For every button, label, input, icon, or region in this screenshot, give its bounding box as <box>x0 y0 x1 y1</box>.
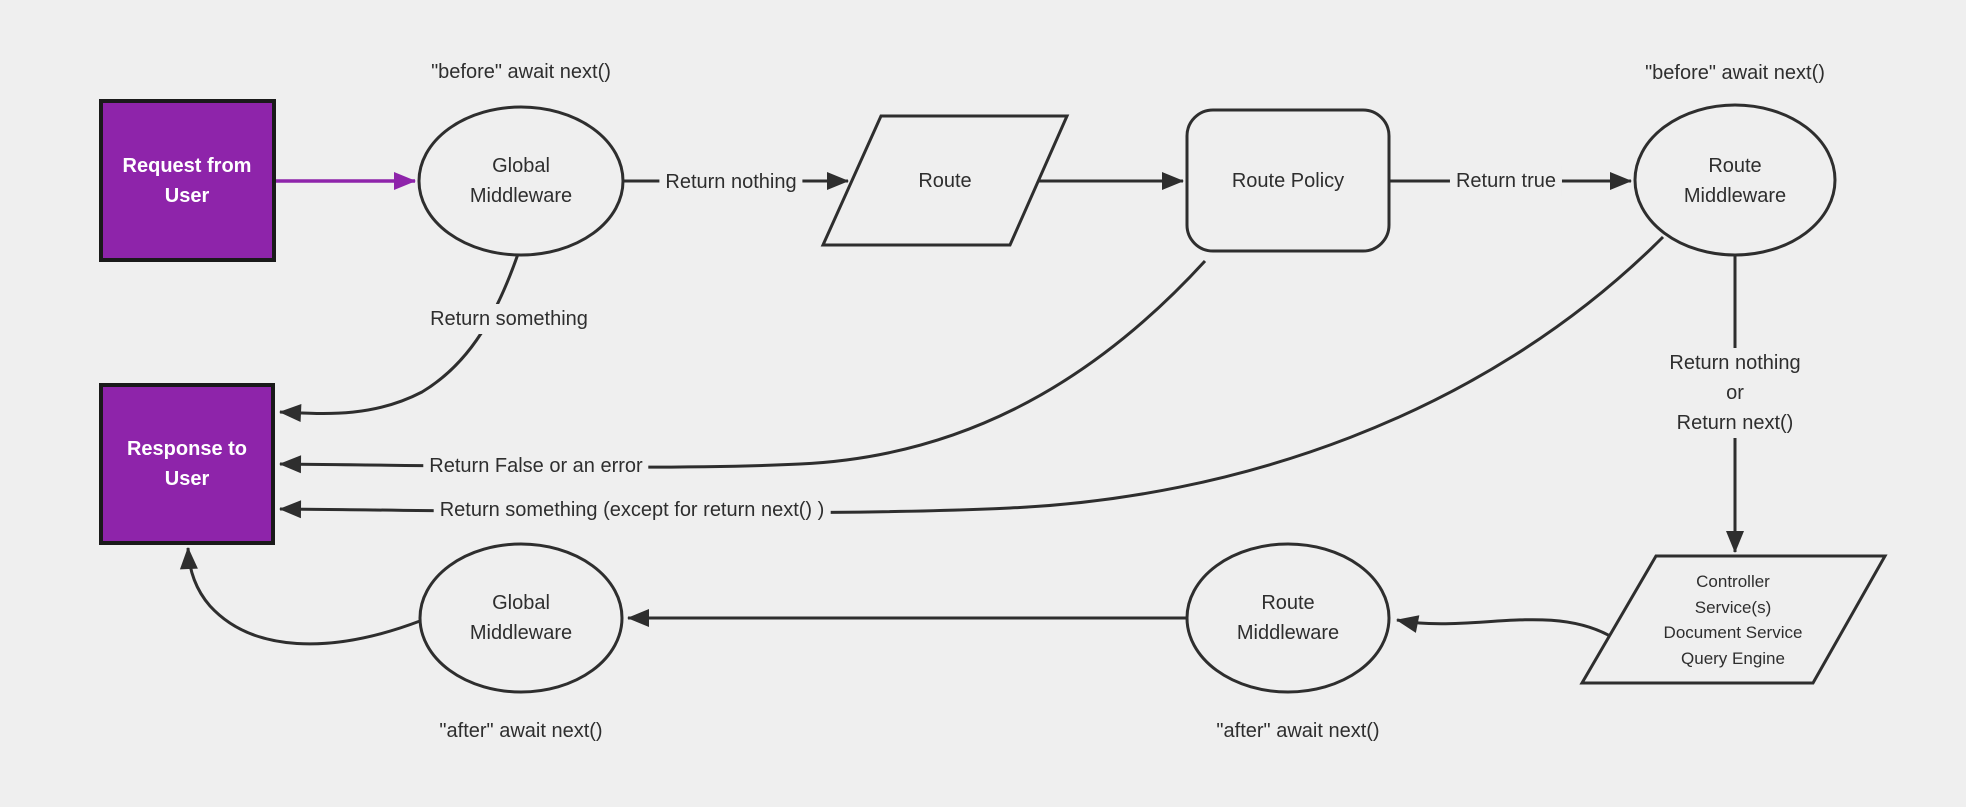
route-parallelogram <box>820 114 1070 247</box>
edge-controller-to-route-middleware-bottom <box>1396 615 1611 638</box>
response-to-user-box <box>99 383 275 545</box>
after-await-next-bottom-right-annotation: "after" await next() <box>1216 720 1380 742</box>
controller-line: Query Engine <box>1681 648 1785 668</box>
edge-route-policy-return-false <box>279 259 1207 474</box>
return-something-edge-label: Return something <box>424 304 594 334</box>
after-await-next-bottom-left-annotation: "after" await next() <box>439 720 603 742</box>
edge-global-middleware-return-something <box>279 253 520 422</box>
return-nothing-edge-label: Return nothing <box>659 167 803 197</box>
return-nothing-or-next-line: Return next() <box>1676 412 1794 434</box>
request-from-user-box <box>99 99 276 262</box>
response-to-user-label: Response to User <box>126 438 248 490</box>
route-policy-rounded-rect <box>1185 108 1391 253</box>
controller-services-label: Controller Service(s) Document Service Q… <box>1623 569 1843 671</box>
controller-line: Controller <box>1696 572 1770 591</box>
controller-parallelogram <box>1579 554 1888 685</box>
controller-line: Service(s) <box>1694 597 1772 617</box>
route-middleware-bottom-label: Route Middleware <box>1236 592 1340 644</box>
before-await-next-top-left-annotation: "before" await next() <box>431 61 611 83</box>
return-nothing-or-next-line: Return nothing <box>1669 352 1801 374</box>
global-middleware-bottom-label: Global Middleware <box>469 592 573 644</box>
global-middleware-top-ellipse <box>417 105 625 257</box>
route-label: Route <box>918 170 972 192</box>
before-await-next-top-right-annotation: "before" await next() <box>1645 62 1825 84</box>
return-nothing-or-next-edge-label: Return nothing or Return next() <box>1663 348 1807 438</box>
return-false-edge-label: Return False or an error <box>423 451 649 481</box>
edge-global-middleware-bottom-to-response <box>179 547 421 646</box>
global-middleware-bottom-ellipse <box>418 542 624 694</box>
return-nothing-or-next-line: or <box>1726 382 1744 404</box>
route-middleware-bottom-ellipse <box>1185 542 1391 694</box>
route-middleware-top-label: Route Middleware <box>1683 155 1787 207</box>
return-something-except-edge-label: Return something (except for return next… <box>433 495 831 525</box>
route-policy-label: Route Policy <box>1231 170 1345 192</box>
global-middleware-top-label: Global Middleware <box>469 155 573 207</box>
route-middleware-top-ellipse <box>1633 103 1837 257</box>
return-true-edge-label: Return true <box>1449 166 1563 196</box>
request-from-user-label: Request from User <box>122 155 252 207</box>
controller-line: Document Service <box>1663 623 1803 642</box>
